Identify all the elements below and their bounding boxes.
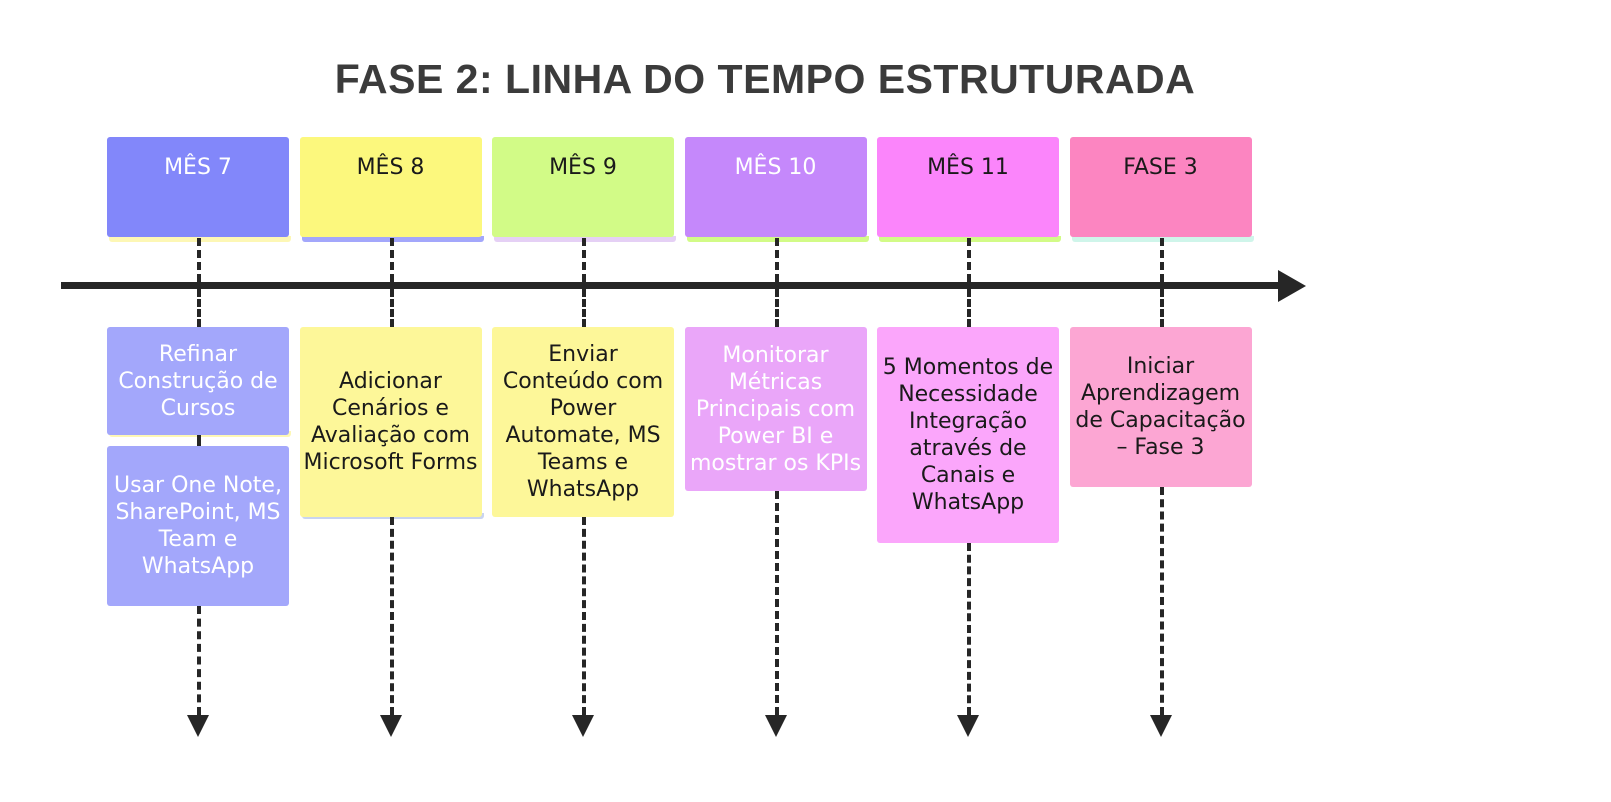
right-arrow-icon xyxy=(1278,270,1306,302)
connector-tail xyxy=(389,517,394,715)
task-label: Adicionar Cenários e Avaliação com Micro… xyxy=(303,369,478,475)
connector-tail xyxy=(197,606,201,715)
task-box[interactable]: Adicionar Cenários e Avaliação com Micro… xyxy=(299,327,482,517)
task-box[interactable]: Usar One Note, SharePoint, MS Team e Wha… xyxy=(107,446,289,606)
connector-axis-to-task xyxy=(967,289,971,327)
month-header-label: MÊS 10 xyxy=(734,155,817,180)
down-arrow-icon xyxy=(187,715,209,737)
connector-tail xyxy=(774,491,779,715)
down-arrow-icon xyxy=(764,715,787,737)
task-label: Monitorar Métricas Principais com Power … xyxy=(689,342,862,476)
month-header-label: MÊS 9 xyxy=(549,155,617,180)
connector-axis-to-task xyxy=(774,289,779,327)
timeline-axis-line xyxy=(61,282,1285,289)
connector-header-to-axis xyxy=(967,238,971,282)
month-header-label: MÊS 8 xyxy=(356,155,425,180)
down-arrow-icon xyxy=(957,715,979,737)
task-box[interactable]: Iniciar Aprendizagem de Capacitação – Fa… xyxy=(1069,327,1252,487)
month-header-mes-11[interactable]: MÊS 11 xyxy=(877,137,1059,237)
month-header-label: MÊS 7 xyxy=(164,155,232,180)
month-header-label: MÊS 11 xyxy=(927,155,1009,180)
month-header-mes-10[interactable]: MÊS 10 xyxy=(684,137,867,237)
down-arrow-icon xyxy=(1149,715,1172,737)
task-label: Usar One Note, SharePoint, MS Team e Wha… xyxy=(114,473,282,579)
connector-header-to-axis xyxy=(774,238,779,282)
connector-axis-to-task xyxy=(197,289,201,327)
task-box[interactable]: Refinar Construção de Cursos xyxy=(107,327,289,435)
down-arrow-icon xyxy=(572,715,594,737)
connector-axis-to-task xyxy=(389,289,394,327)
task-box[interactable]: 5 Momentos de Necessidade Integração atr… xyxy=(877,327,1059,543)
connector-tail xyxy=(967,543,971,715)
connector-header-to-axis xyxy=(389,238,394,282)
month-header-label: FASE 3 xyxy=(1123,155,1198,180)
connector-between-tasks xyxy=(197,435,201,446)
connector-header-to-axis xyxy=(1159,238,1164,282)
month-header-mes-9[interactable]: MÊS 9 xyxy=(492,137,674,237)
task-label: Iniciar Aprendizagem de Capacitação – Fa… xyxy=(1075,354,1246,460)
connector-tail xyxy=(1159,487,1164,715)
connector-header-to-axis xyxy=(197,238,201,282)
connector-axis-to-task xyxy=(1159,289,1164,327)
month-header-mes-8[interactable]: MÊS 8 xyxy=(299,137,482,237)
task-label: Refinar Construção de Cursos xyxy=(118,341,278,421)
connector-axis-to-task xyxy=(582,289,586,327)
task-box[interactable]: Monitorar Métricas Principais com Power … xyxy=(684,327,867,491)
connector-tail xyxy=(582,517,586,715)
month-header-fase-3[interactable]: FASE 3 xyxy=(1069,137,1252,237)
connector-header-to-axis xyxy=(582,238,586,282)
task-label: 5 Momentos de Necessidade Integração atr… xyxy=(882,355,1054,515)
down-arrow-icon xyxy=(379,715,402,737)
page-title: FASE 2: LINHA DO TEMPO ESTRUTURADA xyxy=(334,56,1196,102)
task-box[interactable]: Enviar Conteúdo com Power Automate, MS T… xyxy=(492,327,674,517)
task-label: Enviar Conteúdo com Power Automate, MS T… xyxy=(502,342,664,502)
month-header-mes-7[interactable]: MÊS 7 xyxy=(107,137,289,237)
